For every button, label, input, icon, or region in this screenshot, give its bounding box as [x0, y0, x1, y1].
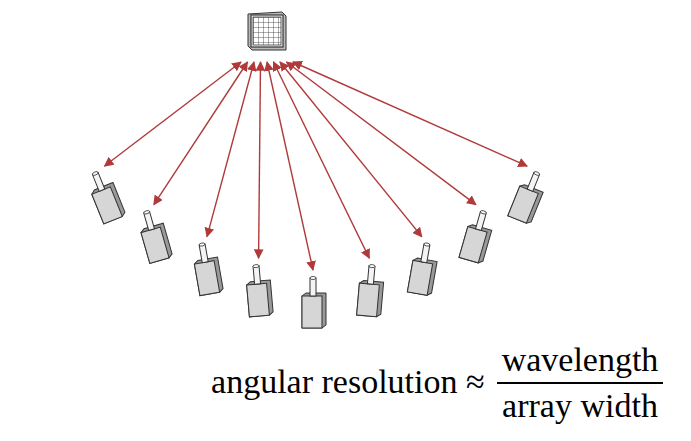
antenna-body [194, 261, 219, 296]
antenna-side [140, 223, 173, 263]
antenna-pole-top [92, 171, 99, 176]
antenna-pole-top [310, 277, 316, 280]
signal-arrow [207, 62, 254, 237]
antenna-pole-top [533, 171, 540, 176]
antenna-side [246, 280, 273, 317]
antenna-pole-top [480, 210, 487, 215]
signal-arrow [259, 62, 261, 258]
antenna-side [407, 257, 437, 296]
antenna-pole [253, 266, 261, 284]
antenna-body [459, 227, 487, 263]
signal-arrow [287, 62, 476, 205]
antenna [302, 277, 326, 329]
antenna-pole-top [143, 210, 150, 215]
antenna [85, 167, 127, 224]
signal-arrows [105, 62, 528, 270]
fraction-numerator: wavelength [502, 341, 659, 378]
antenna-side [302, 293, 326, 328]
target-panel [248, 12, 286, 50]
signal-arrow [154, 62, 248, 205]
formula-text: angular resolution ≈ [211, 363, 485, 400]
antenna-body [92, 187, 123, 224]
antenna-pole-top [424, 243, 430, 247]
antenna [136, 207, 173, 263]
antenna-pole-top [199, 243, 205, 247]
antenna [357, 264, 385, 317]
antenna-body [508, 186, 539, 223]
antenna-body [407, 260, 432, 295]
fraction-bar [497, 382, 664, 384]
antenna-side [91, 183, 126, 224]
antenna-side [508, 183, 543, 224]
antenna-side [194, 257, 224, 296]
antenna [459, 208, 496, 264]
antenna [508, 168, 550, 225]
signal-arrow [293, 62, 527, 166]
antenna [191, 241, 224, 296]
antenna-body [357, 283, 380, 317]
antenna-pole-top [253, 264, 259, 268]
fraction-denominator: array width [502, 387, 658, 424]
antenna [407, 241, 440, 296]
antenna-pole [310, 278, 316, 296]
antenna-side [459, 224, 492, 264]
antenna-side [357, 280, 384, 317]
antenna-body [302, 296, 322, 328]
antenna [245, 264, 273, 317]
antenna-pole-top [369, 264, 375, 268]
antenna-pole [421, 244, 430, 263]
antenna-array [85, 167, 550, 328]
signal-arrow [274, 62, 370, 258]
antenna-pole [199, 244, 208, 263]
antenna-body [141, 227, 169, 263]
antenna-body [247, 283, 270, 317]
signal-arrow [105, 62, 241, 166]
antenna-pole [367, 266, 375, 284]
